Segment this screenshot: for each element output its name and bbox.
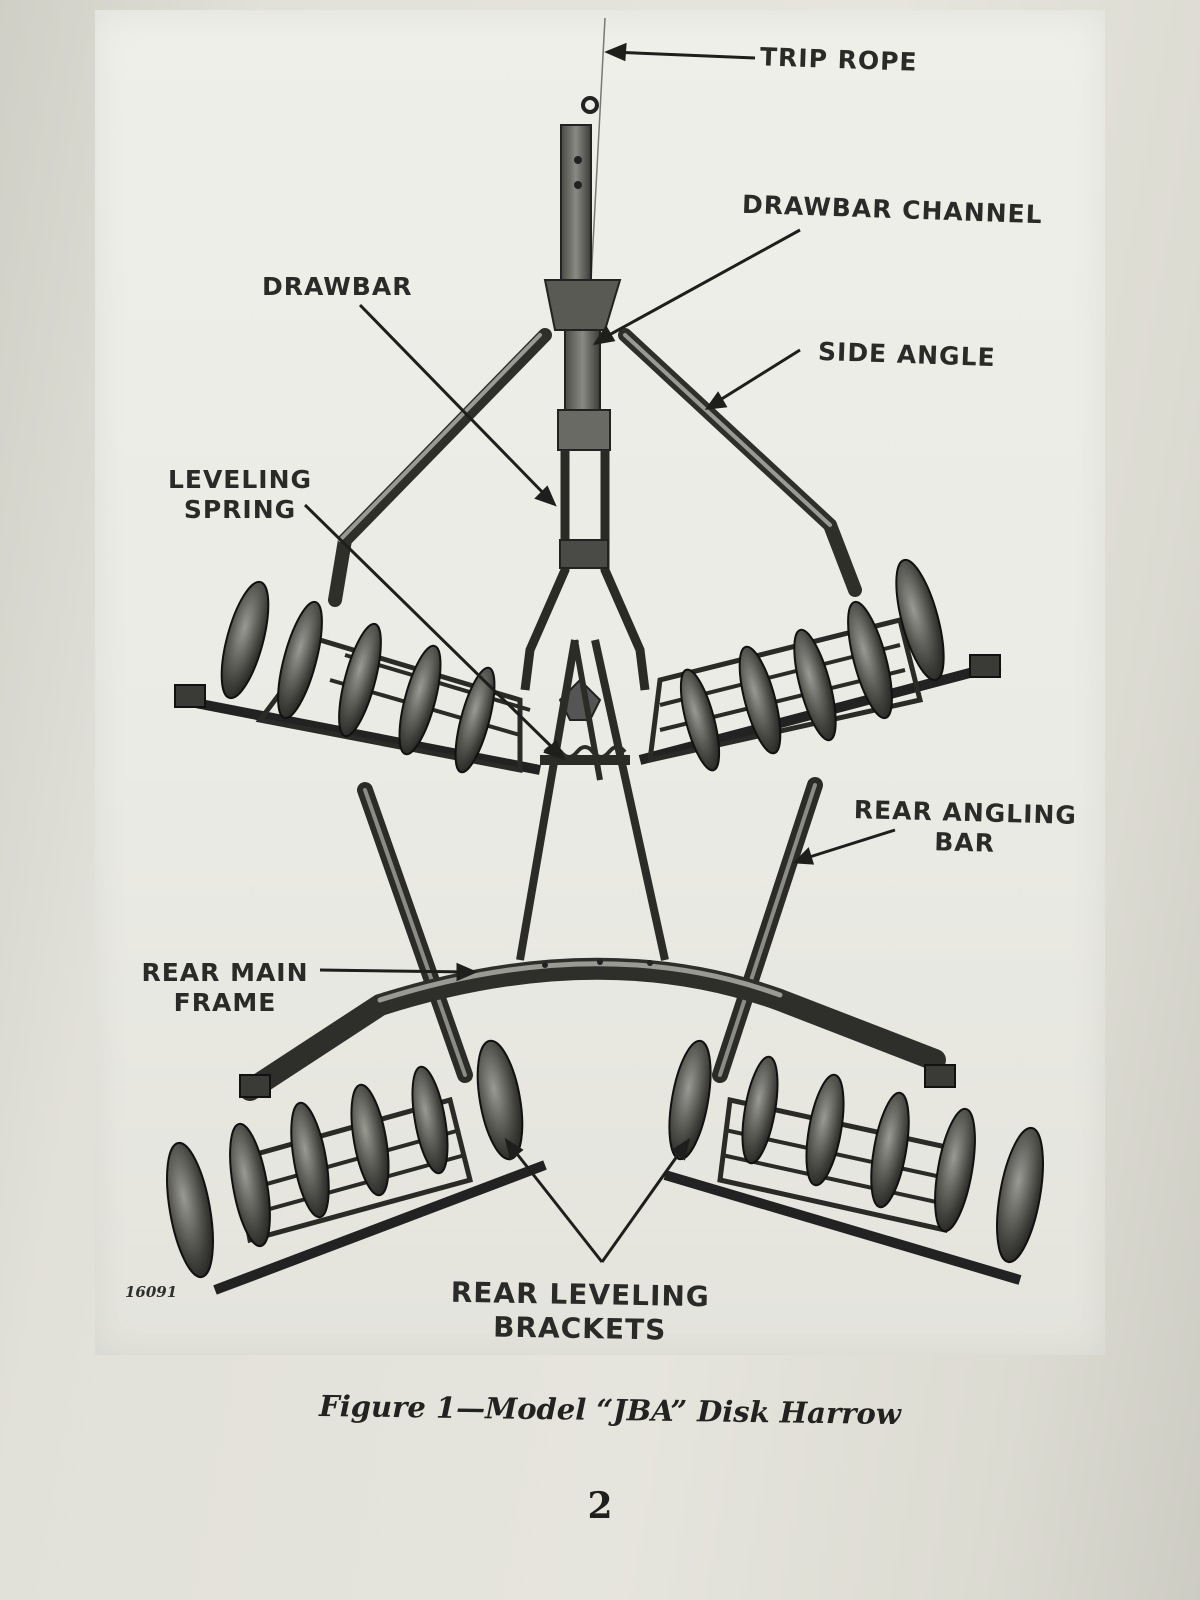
front-right-gang bbox=[638, 558, 1002, 772]
label-rear-leveling-brackets-line1: REAR LEVELING bbox=[450, 1275, 711, 1314]
label-leveling-spring: LEVELING SPRING bbox=[160, 465, 320, 525]
hitch-assembly bbox=[543, 96, 622, 451]
trip-rope-line bbox=[589, 17, 606, 301]
side-angles bbox=[328, 328, 862, 607]
label-trip-rope: TRIP ROPE bbox=[759, 42, 919, 77]
rear-right-gang bbox=[663, 1039, 1044, 1285]
label-side-angle: SIDE ANGLE bbox=[817, 336, 997, 373]
front-left-gang bbox=[174, 580, 541, 775]
label-rear-leveling-brackets-line2: BRACKETS bbox=[492, 1310, 667, 1347]
label-leveling-spring-line2: SPRING bbox=[183, 495, 297, 524]
leveling-spring-area bbox=[516, 639, 669, 961]
label-rear-leveling-brackets: REAR LEVELING BRACKETS bbox=[439, 1276, 720, 1349]
page-number: 2 bbox=[587, 1485, 613, 1527]
rear-main-frame bbox=[239, 957, 946, 1101]
label-rear-main-frame: REAR MAIN FRAME bbox=[130, 958, 320, 1018]
leader-lines bbox=[303, 42, 896, 1263]
rear-left-gang bbox=[166, 1039, 547, 1295]
label-rear-angling-bar: REAR ANGLING BAR bbox=[829, 794, 1100, 861]
label-rear-main-frame-line1: REAR MAIN bbox=[141, 958, 309, 987]
label-rear-main-frame-line2: FRAME bbox=[173, 988, 277, 1017]
label-drawbar: DRAWBAR bbox=[262, 272, 413, 301]
plate-number: 16091 bbox=[125, 1283, 178, 1301]
rear-angling-bars bbox=[357, 777, 823, 1083]
label-leveling-spring-line1: LEVELING bbox=[167, 465, 313, 494]
